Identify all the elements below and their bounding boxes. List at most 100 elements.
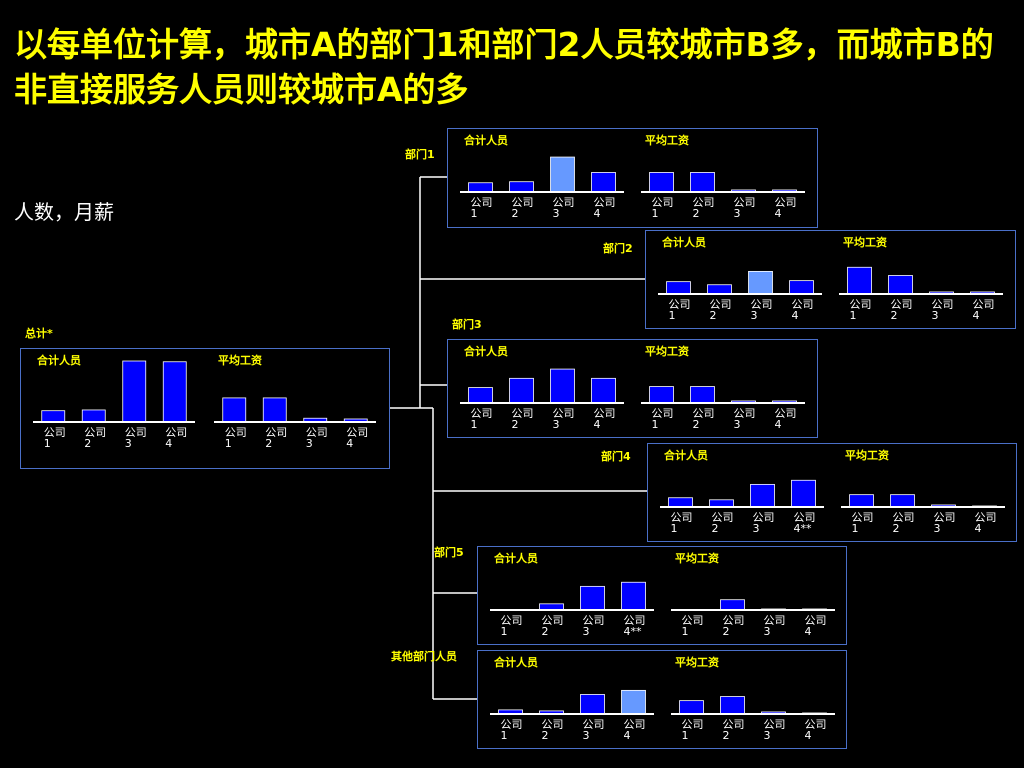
bar [649, 172, 674, 193]
bar [789, 280, 814, 295]
bar [591, 172, 616, 193]
bar [550, 368, 575, 404]
chart-title: 合计人员 [664, 448, 708, 462]
chart-title: 平均工资 [843, 235, 887, 249]
bar [890, 494, 915, 508]
chart-title: 平均工资 [218, 353, 262, 367]
bar [162, 361, 187, 423]
chart-title: 合计人员 [37, 353, 81, 367]
dept5-label: 部门5 [434, 546, 464, 559]
bar [679, 700, 704, 715]
bar [580, 694, 605, 715]
bar [690, 386, 715, 404]
other-dept-label: 其他部门人员 [391, 650, 457, 663]
bar [580, 585, 605, 611]
bar [468, 387, 493, 404]
bar [668, 497, 693, 508]
bar [750, 483, 775, 508]
bar [81, 409, 106, 423]
chart-title: 合计人员 [662, 235, 706, 249]
bar [690, 172, 715, 193]
bar [720, 599, 745, 611]
chart-title: 合计人员 [464, 133, 508, 147]
chart-title: 平均工资 [845, 448, 889, 462]
bar [791, 479, 816, 508]
chart-title: 平均工资 [645, 344, 689, 358]
bar [847, 266, 872, 295]
bar [222, 397, 247, 423]
bar [621, 689, 646, 715]
bar [748, 270, 773, 295]
bar [849, 494, 874, 508]
bar [550, 156, 575, 193]
bar [468, 182, 493, 193]
bar [621, 581, 646, 611]
chart-title: 平均工资 [675, 551, 719, 565]
bar [509, 181, 534, 193]
bar [591, 377, 616, 404]
bar [888, 275, 913, 295]
page-title: 以每单位计算，城市A的部门1和部门2人员较城市B多，而城市B的非直接服务人员则较… [14, 25, 994, 109]
bar [122, 360, 147, 423]
bar [41, 410, 66, 423]
dept2-label: 部门2 [603, 242, 633, 255]
